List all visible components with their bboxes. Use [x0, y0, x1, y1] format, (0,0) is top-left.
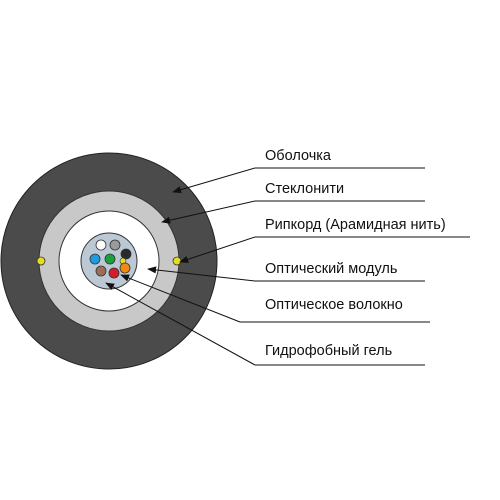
fiber-orange [119, 262, 131, 274]
ripcord-left [36, 256, 46, 266]
leader-sheath [172, 167, 256, 194]
leader-optical-module [147, 266, 256, 282]
leader-optical-fiber [120, 274, 241, 323]
fiber-black [120, 248, 132, 260]
ripcord-right [172, 256, 182, 266]
fiber-red [108, 267, 120, 279]
label-optical-fiber: Оптическое волокно [240, 297, 430, 323]
label-hydrophobic-gel: Гидрофобный гель [255, 343, 425, 366]
label-sheath-text: Оболочка [265, 148, 332, 164]
leader-ripcord [179, 236, 256, 263]
fiber-gray [109, 239, 121, 251]
leader-glass-yarn [161, 200, 256, 224]
leader-hydrophobic-gel [105, 282, 256, 366]
label-optical-module-text: Оптический модуль [265, 261, 397, 277]
label-ripcord-text: Рипкорд (Арамидная нить) [265, 217, 446, 233]
label-glass-yarn: Стеклонити [255, 181, 425, 202]
fiber-blue [89, 253, 101, 265]
label-sheath: Оболочка [255, 148, 425, 169]
fiber-green [104, 253, 116, 265]
fiber-white [95, 239, 107, 251]
optical-fibers [89, 239, 132, 279]
label-glass-yarn-text: Стеклонити [265, 181, 344, 197]
label-optical-fiber-text: Оптическое волокно [265, 297, 403, 313]
label-ripcord: Рипкорд (Арамидная нить) [255, 217, 470, 238]
label-optical-module: Оптический модуль [255, 261, 425, 282]
label-hydrophobic-gel-text: Гидрофобный гель [265, 343, 392, 359]
fiber-brown [95, 265, 107, 277]
